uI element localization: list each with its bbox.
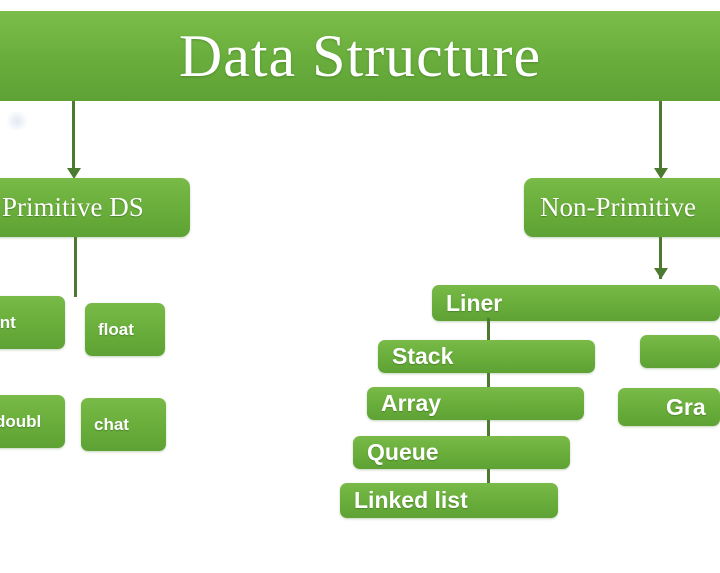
node-array-label: Array: [381, 390, 442, 416]
node-queue[interactable]: Queue: [353, 436, 570, 469]
node-graph-label: Gra: [666, 393, 706, 420]
connector-primitive-to-types: [74, 237, 77, 297]
arrow-head-liner: [654, 268, 668, 279]
node-type-int-label: Int: [0, 312, 16, 332]
node-queue-label: Queue: [367, 439, 439, 465]
arrow-head-nonprimitive: [654, 168, 668, 179]
node-graph[interactable]: Gra: [618, 388, 720, 426]
connector-title-to-primitive: [72, 101, 75, 170]
node-linked-list-label: Linked list: [354, 487, 468, 513]
scan-artifact: [4, 112, 30, 130]
node-linked-list[interactable]: Linked list: [340, 483, 558, 518]
node-type-double[interactable]: doubl: [0, 395, 65, 448]
node-type-float-label: float: [98, 319, 134, 339]
page-title: Data Structure: [178, 23, 542, 89]
node-type-double-label: doubl: [0, 411, 42, 431]
connector-title-to-nonprimitive: [659, 101, 662, 170]
node-non-primitive-ds[interactable]: Non-Primitive: [524, 178, 720, 237]
node-liner-label: Liner: [446, 289, 503, 316]
node-primitive-ds-label: Primitive DS: [2, 192, 144, 222]
node-type-float[interactable]: float: [85, 303, 165, 356]
node-nonlinear-branch[interactable]: [640, 335, 720, 368]
node-stack-label: Stack: [392, 343, 454, 369]
arrow-head-primitive: [67, 168, 81, 179]
node-primitive-ds[interactable]: Primitive DS: [0, 178, 190, 237]
node-stack[interactable]: Stack: [378, 340, 595, 373]
connector-nonprimitive-to-liner: [659, 237, 662, 279]
node-liner[interactable]: Liner: [432, 285, 720, 321]
node-type-chat[interactable]: chat: [81, 398, 166, 451]
diagram-title-bar: Data Structure: [0, 11, 720, 101]
node-type-chat-label: chat: [94, 414, 129, 434]
node-array[interactable]: Array: [367, 387, 584, 420]
node-type-int[interactable]: Int: [0, 296, 65, 349]
node-non-primitive-ds-label: Non-Primitive: [540, 192, 696, 222]
